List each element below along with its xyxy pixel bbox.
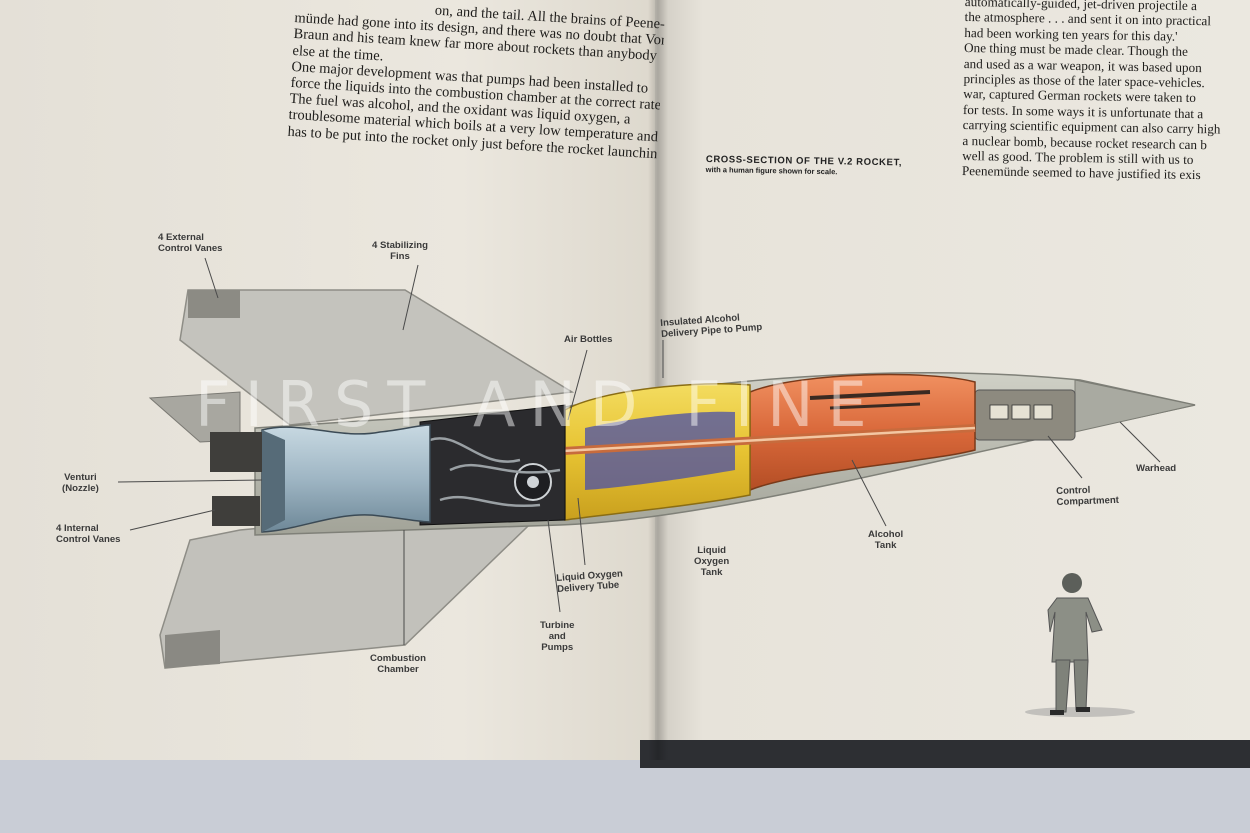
book-gutter <box>648 0 668 760</box>
human-scale-figure <box>1025 573 1135 717</box>
label-stabilizing-fins: 4 Stabilizing Fins <box>372 240 428 262</box>
lower-fin-shade <box>165 630 220 668</box>
control-box <box>989 404 1009 420</box>
internal-control-vane <box>212 496 260 526</box>
label-control-compartment: Control Compartment <box>1056 484 1120 508</box>
external-control-vane <box>210 432 262 472</box>
leader-lines <box>117 257 1161 645</box>
label-external-control-vanes: 4 External Control Vanes <box>158 232 223 254</box>
venturi-nozzle <box>262 430 285 532</box>
machinery-pipes <box>429 437 561 508</box>
watermark-text: FIRST AND FINE <box>195 368 881 441</box>
turbine-hub <box>527 476 539 488</box>
book-cover-edge <box>640 740 1250 768</box>
label-air-bottles: Air Bottles <box>564 334 613 345</box>
alcohol-tank-frame <box>809 390 931 400</box>
label-internal-control-vanes: 4 Internal Control Vanes <box>56 523 121 545</box>
label-liquid-oxygen-tank: Liquid Oxygen Tank <box>694 545 730 578</box>
combustion-chamber <box>261 424 431 533</box>
label-combustion-chamber: Combustion Chamber <box>370 653 426 675</box>
insulated-alcohol-pipe-core <box>544 426 976 454</box>
alcohol-tank-frame <box>829 402 921 410</box>
label-turbine-and-pumps: Turbine and Pumps <box>540 620 575 653</box>
control-box <box>1011 404 1031 420</box>
upper-fin-shade <box>188 290 240 318</box>
label-venturi-nozzle: Venturi (Nozzle) <box>62 472 99 494</box>
label-alcohol-tank: Alcohol Tank <box>868 529 904 551</box>
lox-tank-inner <box>585 411 735 490</box>
label-liquid-oxygen-delivery-tube: Liquid Oxygen Delivery Tube <box>556 568 624 595</box>
label-warhead: Warhead <box>1136 463 1177 474</box>
control-box <box>1033 404 1053 420</box>
